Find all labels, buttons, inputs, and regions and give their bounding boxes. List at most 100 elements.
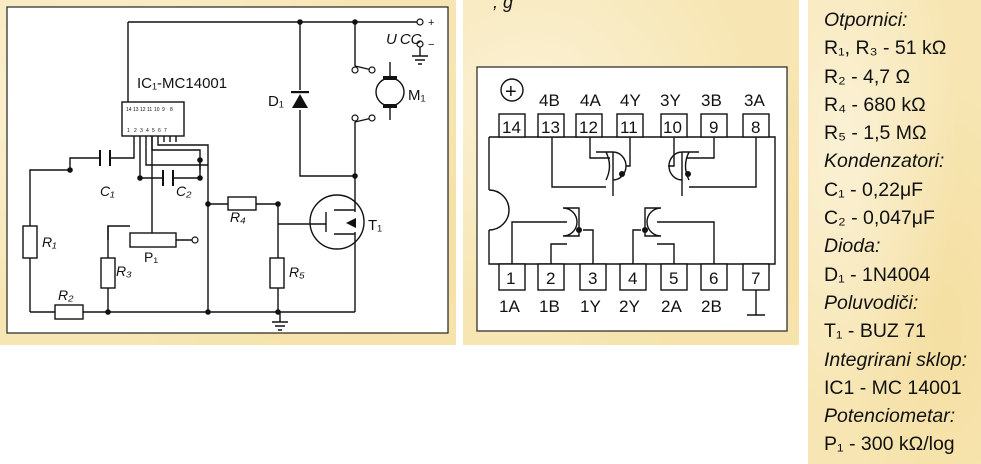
- parts-category-heading: Potenciometar:: [824, 405, 956, 428]
- ic-body: [121, 101, 185, 137]
- r5-resistor: [269, 257, 285, 289]
- svg-text:1B: 1B: [539, 297, 560, 316]
- parts-list-item: T₁ - BUZ 71: [824, 320, 926, 343]
- svg-text:7: 7: [164, 128, 167, 134]
- plus-sign: +: [428, 17, 434, 29]
- svg-text:12: 12: [140, 107, 146, 113]
- c1-capacitor: [99, 150, 111, 166]
- r1-resistor: [22, 225, 38, 259]
- r2-label: R₂: [58, 287, 74, 303]
- p1-potentiometer: [129, 232, 177, 248]
- terminal-circles: [191, 18, 424, 244]
- t1-label: T₁: [368, 217, 382, 234]
- r4-resistor: [227, 196, 257, 211]
- pinout-diagram: , g: [476, 0, 788, 332]
- circuit-panel: IC₁-MC14001 14 13 12 11 10 9 8 1 2 3 4 5…: [0, 0, 456, 345]
- svg-text:7: 7: [751, 269, 760, 288]
- top-pin-numbers: 14 13 12 11 10 9 8: [502, 118, 760, 137]
- svg-text:3: 3: [140, 128, 143, 134]
- bottom-pin-numbers: 1 2 3 4 5 6 7: [506, 269, 760, 288]
- parts-category-heading: Kondenzatori:: [824, 150, 945, 173]
- svg-text:3: 3: [588, 269, 597, 288]
- svg-text:5: 5: [152, 128, 155, 134]
- parts-list-item: C₂ - 0,047μF: [824, 207, 935, 230]
- chip-notch: [488, 189, 510, 231]
- parts-list-item: P₁ - 300 kΩ/log: [824, 433, 955, 456]
- diode-wire: [299, 22, 355, 177]
- parts-list-item: IC1 - MC 14001: [824, 376, 962, 399]
- junction-dots: [67, 19, 358, 315]
- c2-capacitor: [162, 170, 174, 186]
- t1-arrow: [346, 218, 356, 228]
- svg-text:6: 6: [158, 128, 161, 134]
- pinout-panel: , g: [463, 0, 799, 345]
- parts-list-item: R₁, R₃ - 51 kΩ: [824, 37, 947, 60]
- r4-gate-wire: [208, 203, 326, 312]
- parts-list-item: C₁ - 0,22μF: [824, 178, 924, 201]
- parts-list-item: R₅ - 1,5 MΩ: [824, 122, 927, 145]
- vdd-plus-circle: [500, 78, 524, 102]
- svg-text:13: 13: [541, 118, 560, 137]
- r4-label: R₄: [230, 209, 246, 225]
- d1-diode: [291, 91, 309, 108]
- svg-text:6: 6: [709, 269, 718, 288]
- r3-resistor: [100, 257, 116, 289]
- gate4-wires: [551, 137, 631, 188]
- ic-output-wires: [151, 136, 209, 312]
- pinout-dots: [576, 171, 691, 233]
- top-pin-names: 4B 4A 4Y 3Y 3B 3A: [539, 91, 765, 110]
- r1-label: R₁: [42, 234, 57, 250]
- svg-text:1: 1: [127, 128, 130, 134]
- svg-text:14: 14: [126, 107, 132, 113]
- r3-label: R₃: [116, 263, 132, 279]
- svg-text:11: 11: [147, 107, 152, 113]
- gate4-nor: [596, 151, 627, 196]
- pin7-ground-symbol: [747, 290, 765, 316]
- svg-text:14: 14: [502, 118, 521, 137]
- ic-pin-numbers: 14 13 12 11 10 9 8 1 2 3 4 5 6 7: [126, 107, 173, 134]
- svg-text:4: 4: [146, 128, 149, 134]
- gate2-nor: [644, 207, 662, 237]
- c1-label: C₁: [100, 183, 115, 199]
- p1-label: P₁: [144, 249, 158, 265]
- svg-text:2Y: 2Y: [619, 297, 640, 316]
- d1-label: D₁: [268, 93, 284, 110]
- svg-text:10: 10: [663, 118, 682, 137]
- svg-text:8: 8: [751, 118, 760, 137]
- svg-text:10: 10: [154, 107, 160, 113]
- svg-text:2B: 2B: [701, 297, 722, 316]
- svg-text:3B: 3B: [701, 91, 722, 110]
- svg-text:4A: 4A: [580, 91, 601, 110]
- ground-symbol: [272, 47, 428, 331]
- svg-text:4Y: 4Y: [620, 91, 641, 110]
- t1-transistor-body: [309, 194, 365, 250]
- svg-text:4: 4: [628, 269, 637, 288]
- parts-category-heading: Dioda:: [824, 235, 881, 258]
- m1-motor: [375, 77, 405, 107]
- parts-list-item: D₁ - 1N4004: [824, 263, 931, 286]
- parts-category-heading: Otpornici:: [824, 9, 908, 31]
- svg-text:2: 2: [546, 269, 555, 288]
- svg-text:2A: 2A: [661, 297, 682, 316]
- svg-text:8: 8: [170, 107, 173, 113]
- svg-text:2: 2: [134, 128, 137, 134]
- gate1-wires: [511, 221, 594, 264]
- ic-label: IC₁-MC14001: [137, 75, 227, 92]
- svg-text:12: 12: [579, 118, 598, 137]
- plus-symbol: +: [505, 81, 517, 103]
- gate2-wires: [632, 221, 715, 264]
- svg-text:1Y: 1Y: [580, 297, 601, 316]
- t1-gate-lines: [325, 209, 355, 235]
- svg-text:11: 11: [620, 118, 638, 137]
- top-caption-fragment: , g: [493, 0, 513, 12]
- c2-label: C₂: [176, 183, 192, 199]
- circuit-schematic: IC₁-MC14001 14 13 12 11 10 9 8 1 2 3 4 5…: [6, 6, 449, 334]
- svg-text:5: 5: [669, 269, 678, 288]
- bottom-pin-names: 1A 1B 1Y 2Y 2A 2B: [499, 297, 722, 316]
- parts-category-heading: Integrirani sklop:: [824, 348, 968, 371]
- gate3-wires: [668, 137, 757, 188]
- svg-text:4B: 4B: [539, 91, 560, 110]
- svg-text:3Y: 3Y: [660, 91, 681, 110]
